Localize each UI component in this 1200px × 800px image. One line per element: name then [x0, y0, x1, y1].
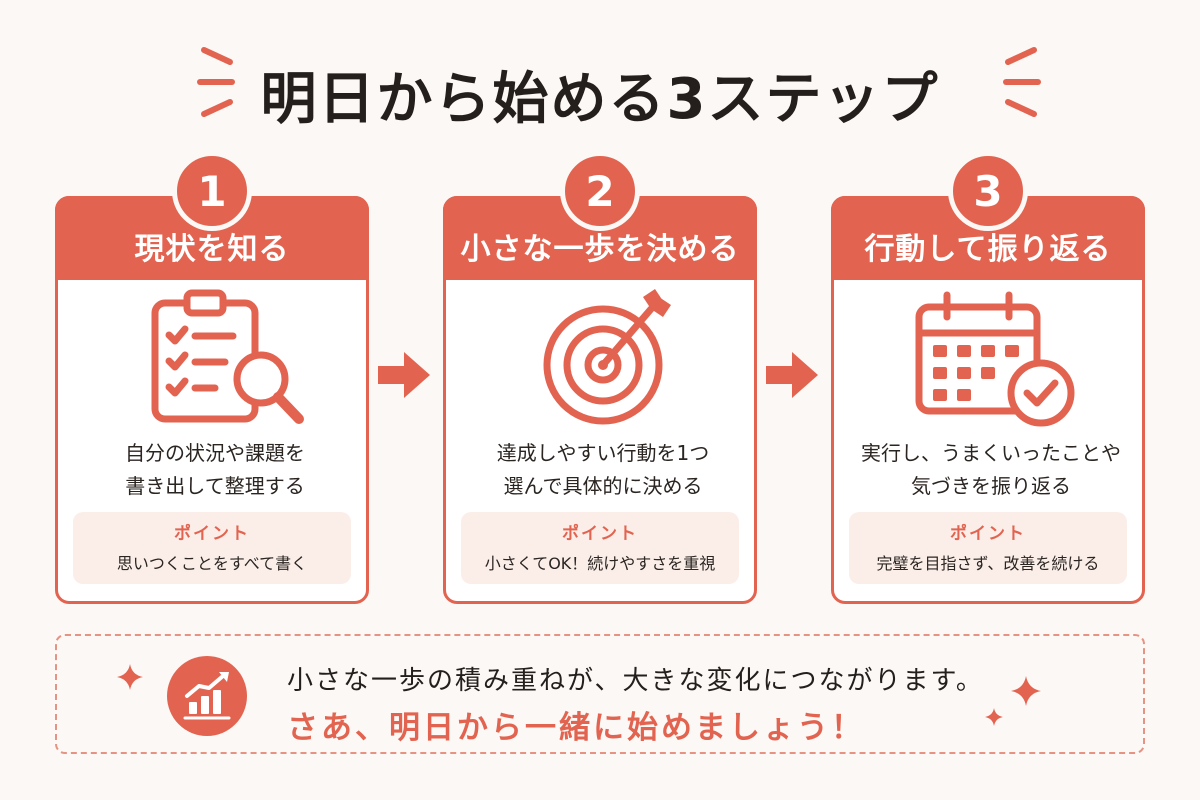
step-3-point-box: ポイント 完璧を目指さず、改善を続ける [849, 512, 1127, 584]
step-1-number-badge: 1 [172, 151, 252, 231]
step-1-desc-line2: 書き出して整理する [125, 474, 305, 498]
step-3-header: 行動して振り返る [831, 196, 1145, 280]
step-2-point-label: ポイント [562, 524, 638, 544]
step-1-point-label: ポイント [174, 524, 250, 544]
arrow-right-icon [766, 352, 818, 398]
calendar-check-icon [915, 291, 1075, 427]
step-3-point-label: ポイント [950, 524, 1026, 544]
step-card-3: 行動して振り返る 3 実行し、うまくいったことや 気づきを振り返る ポイント 完… [831, 151, 1145, 604]
step-1-header: 現状を知る [55, 196, 369, 280]
growth-chart-icon [167, 656, 247, 736]
step-3-desc-line1: 実行し、うまくいったことや [861, 441, 1121, 465]
step-3-point-text: 完璧を目指さず、改善を続ける [876, 554, 1100, 573]
step-2-number-badge: 2 [560, 151, 640, 231]
step-2-description: 達成しやすい行動を1つ 選んで具体的に決める [456, 437, 750, 503]
step-2-point-box: ポイント 小さくてOK！続けやすさを重視 [461, 512, 739, 584]
step-1-point-text: 思いつくことをすべて書く [116, 554, 308, 573]
step-2-point-text: 小さくてOK！続けやすさを重視 [484, 554, 716, 573]
target-arrow-icon [543, 289, 671, 425]
sparkle-icon [117, 664, 143, 690]
title-area: 明日から始める3ステップ [0, 40, 1200, 132]
footer-message-box: 小さな一歩の積み重ねが、大きな変化につながります。 さあ、明日から一緒に始めまし… [55, 634, 1145, 754]
step-2-desc-line2: 選んで具体的に決める [503, 474, 703, 498]
step-3-title: 行動して振り返る [864, 232, 1112, 267]
step-2-desc-line1: 達成しやすい行動を1つ [496, 441, 710, 465]
page-title: 明日から始める3ステップ [260, 67, 940, 132]
step-2-title: 小さな一歩を決める [460, 232, 740, 267]
step-1-title: 現状を知る [134, 232, 290, 267]
step-card-1: 現状を知る 1 自分の状況や課題を 書き出して整理する ポイント 思いつくことを… [55, 151, 369, 604]
arrow-right-icon [378, 352, 430, 398]
sparkle-icon [1011, 676, 1041, 706]
sparkle-icon [985, 708, 1003, 726]
title-right-burst-icon [1003, 47, 1041, 117]
clipboard-magnifier-icon [151, 289, 304, 424]
step-card-2: 小さな一歩を決める 2 達成しやすい行動を1つ 選んで具体的に決める ポイント … [443, 151, 757, 604]
step-3-number-badge: 3 [948, 151, 1028, 231]
step-3-desc-line2: 気づきを振り返る [911, 474, 1071, 498]
footer-message-2: さあ、明日から一緒に始めましょう！ [287, 710, 865, 746]
step-1-description: 自分の状況や課題を 書き出して整理する [68, 437, 362, 503]
footer-message-1: 小さな一歩の積み重ねが、大きな変化につながります。 [287, 666, 984, 696]
title-left-burst-icon [197, 47, 235, 117]
step-1-point-box: ポイント 思いつくことをすべて書く [73, 512, 351, 584]
step-3-description: 実行し、うまくいったことや 気づきを振り返る [844, 437, 1138, 503]
step-1-desc-line1: 自分の状況や課題を [125, 441, 305, 465]
